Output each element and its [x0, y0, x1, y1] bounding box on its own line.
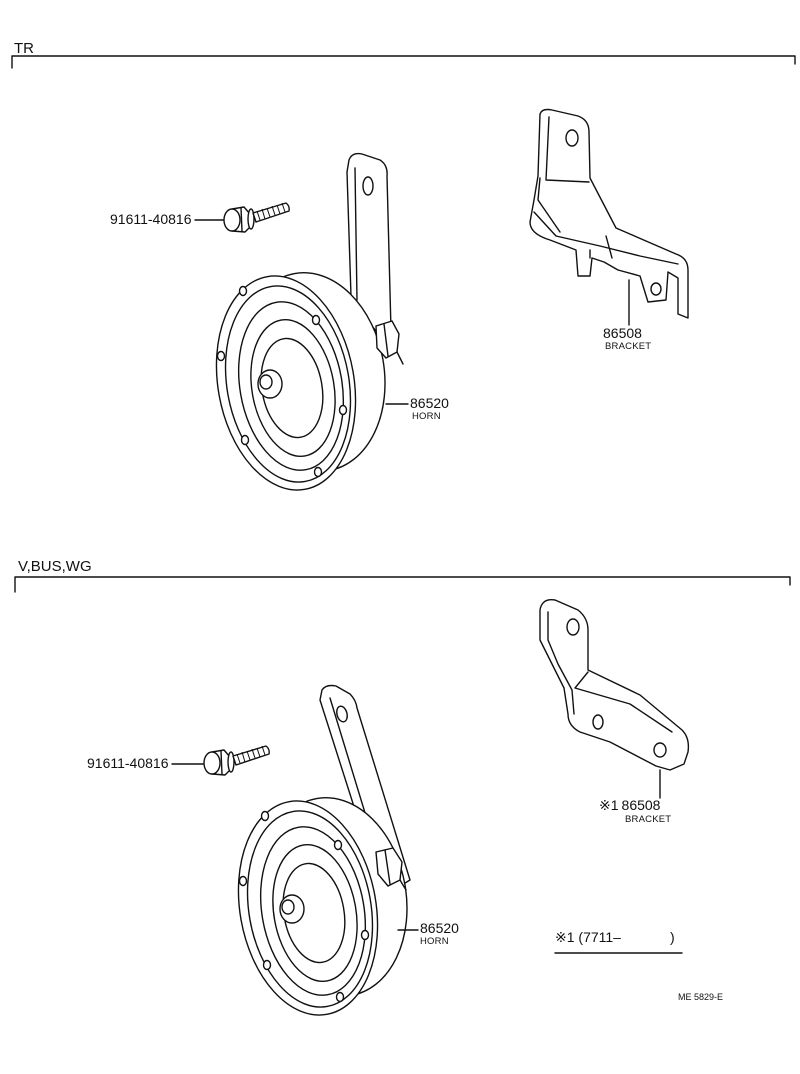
section-divider-v-bus-wg: [14, 576, 791, 593]
horn-upper: [199, 152, 404, 502]
section-label-tr: TR: [14, 40, 34, 57]
bracket-part-number-upper: 86508: [603, 325, 642, 341]
horn-lower: [221, 684, 423, 1027]
footnote-range-open: ※1 (7711–: [555, 929, 621, 945]
section-divider-tr: [11, 55, 796, 69]
bracket-number-upper: 86508: [603, 325, 642, 341]
bolt-part-number-lower: 91611-40816: [87, 755, 169, 771]
footnote-range-close: ): [670, 929, 675, 945]
bracket-marker-lower: ※1: [599, 797, 619, 813]
bracket-name-lower: BRACKET: [625, 814, 671, 825]
section-label-v-bus-wg: V,BUS,WG: [18, 558, 92, 575]
bolt-part-number-upper: 91611-40816: [110, 211, 192, 227]
horn-name-upper: HORN: [412, 411, 441, 422]
horn-bracket-arm-upper: [346, 152, 392, 337]
bracket-number-lower: 86508: [622, 797, 661, 813]
bracket-lower: [539, 599, 690, 771]
bolt-lower: [203, 745, 270, 776]
horn-name-lower: HORN: [420, 936, 449, 947]
horn-part-number-upper: 86520: [410, 395, 449, 411]
horn-part-number-lower: 86520: [420, 920, 459, 936]
diagram-code: ME 5829-E: [678, 992, 723, 1002]
bolt-upper: [223, 202, 290, 233]
bracket-upper: [529, 108, 689, 319]
bracket-name-upper: BRACKET: [605, 341, 651, 352]
